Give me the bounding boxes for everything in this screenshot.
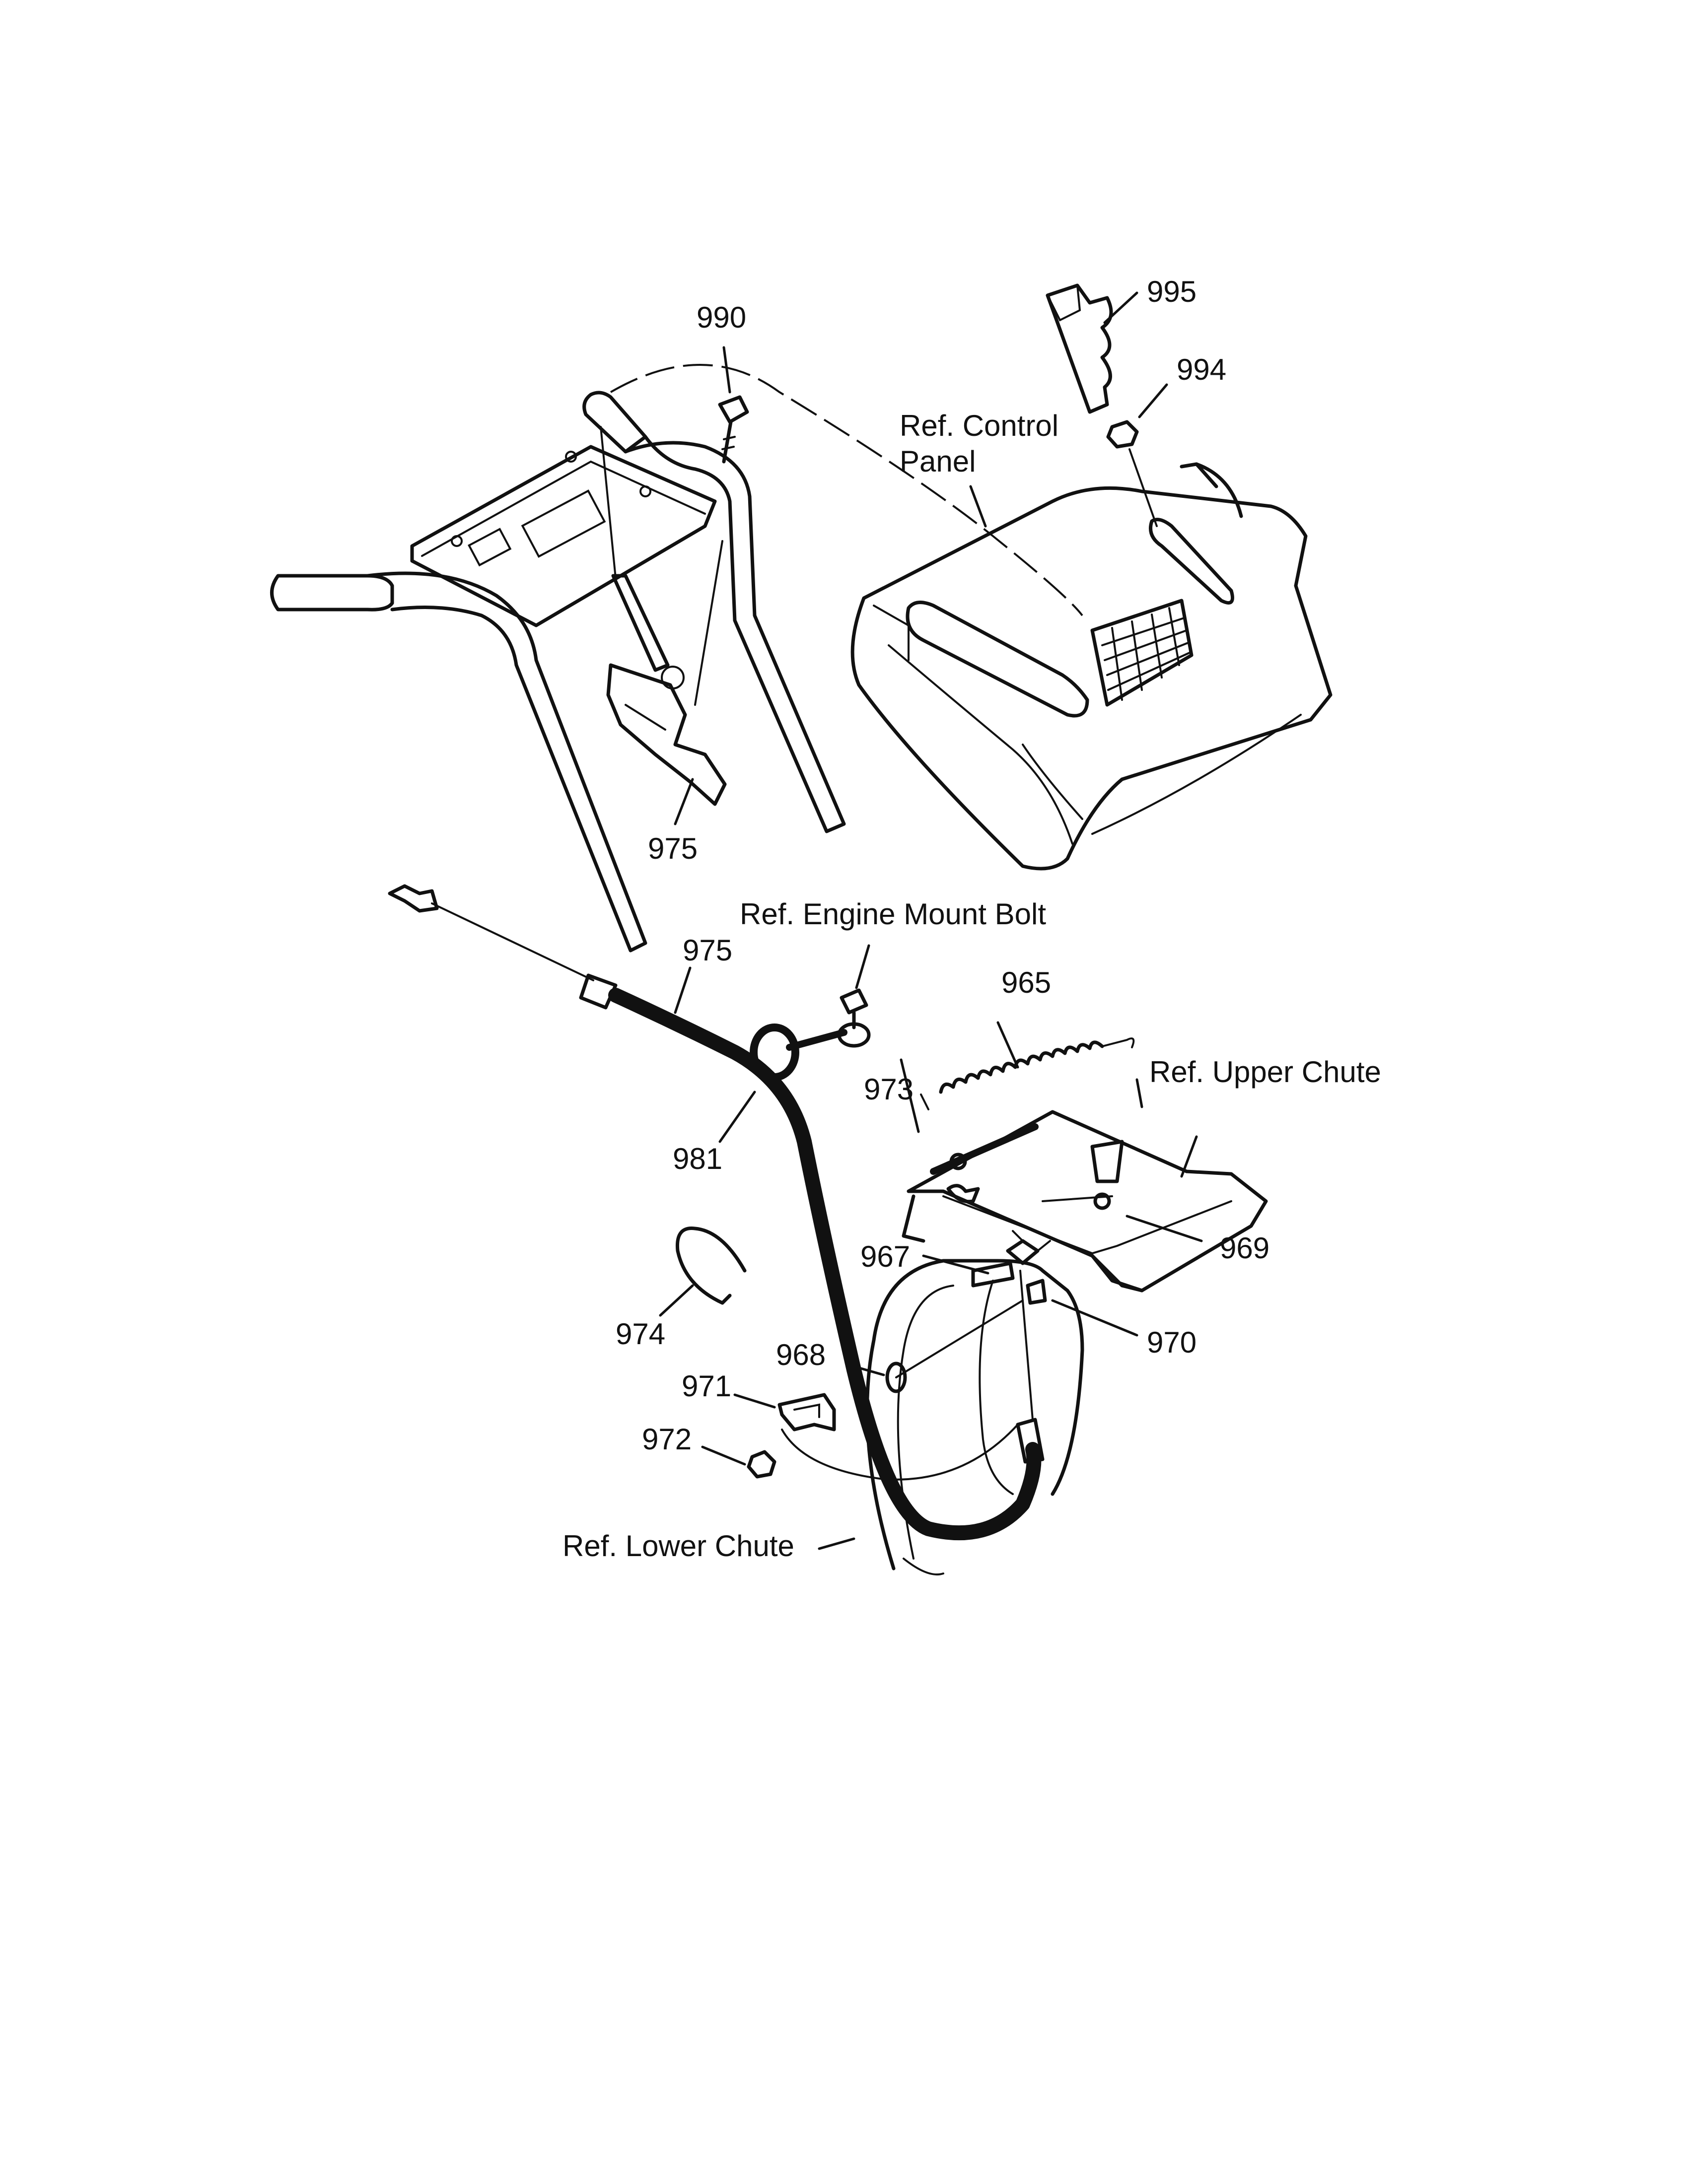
label-995: 995: [1147, 275, 1196, 308]
label-975-cable: 975: [683, 934, 732, 967]
label-994: 994: [1177, 353, 1226, 386]
bolt-icon: [837, 988, 871, 1048]
leader-lines: [659, 291, 1203, 1550]
label-968: 968: [776, 1338, 826, 1371]
handle-assembly-icon: [270, 391, 846, 953]
retaining-ring-icon: [675, 1227, 747, 1305]
label-ref-lower-chute: Ref. Lower Chute: [563, 1529, 794, 1563]
label-970: 970: [1147, 1326, 1196, 1359]
handle-to-panel-dash: [610, 364, 1083, 616]
label-ref-control-panel-line2: Panel: [900, 445, 976, 478]
label-973: 973: [864, 1073, 914, 1106]
label-ref-control-panel: Ref. Control: [900, 409, 1058, 442]
hex-nut-icon: [747, 1450, 776, 1479]
label-971: 971: [682, 1369, 731, 1403]
hex-nut-icon: [1106, 420, 1139, 449]
label-972: 972: [642, 1423, 692, 1456]
label-990: 990: [697, 301, 746, 334]
label-ref-upper-chute: Ref. Upper Chute: [1149, 1055, 1381, 1089]
upper-chute-icon: [902, 1110, 1268, 1293]
control-panel-icon: [850, 462, 1333, 871]
grip-icon: [1046, 283, 1113, 414]
label-967: 967: [860, 1240, 910, 1273]
label-ref-engine-mount-bolt: Ref. Engine Mount Bolt: [740, 897, 1046, 931]
label-969: 969: [1220, 1231, 1269, 1265]
washer-icon: [885, 1362, 907, 1393]
spring-icon: [920, 1037, 1135, 1110]
bolt-icon: [718, 395, 749, 464]
label-975-shift-lever: 975: [648, 832, 698, 865]
label-974: 974: [616, 1317, 665, 1351]
label-965: 965: [1001, 966, 1051, 999]
lower-chute-icon: [865, 1195, 1113, 1575]
clamp-icon: [777, 1393, 1019, 1481]
chute-cable-icon: [388, 884, 1045, 1541]
label-981: 981: [673, 1142, 722, 1175]
